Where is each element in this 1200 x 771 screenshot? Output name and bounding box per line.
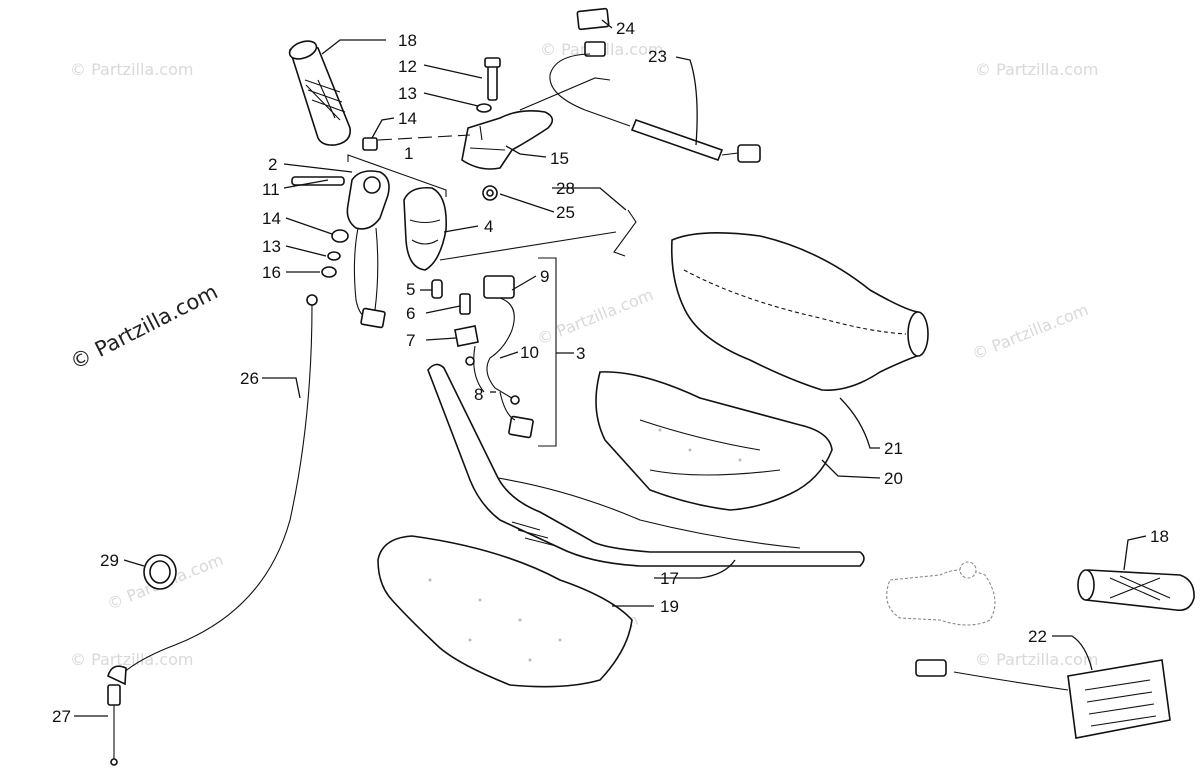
callout-8: 8 — [474, 385, 483, 404]
callout-1: 1 — [404, 144, 413, 163]
assembly-bracket — [538, 257, 557, 447]
clip-part — [482, 185, 498, 201]
callout-labels: 18 12 13 14 1 15 2 11 14 13 16 25 28 4 5… — [52, 19, 1169, 726]
watermark: © Partzilla.com — [70, 650, 193, 669]
callout-2: 2 — [268, 155, 277, 174]
callout-29: 29 — [100, 551, 119, 570]
assembly-bracket — [347, 154, 447, 197]
washer-part — [327, 251, 341, 261]
callout-19: 19 — [660, 597, 679, 616]
callout-22: 22 — [1028, 627, 1047, 646]
right-control-ghost — [886, 561, 996, 626]
callout-18: 18 — [398, 31, 417, 50]
callout-15: 15 — [550, 149, 569, 168]
handlebar-cover-part — [595, 371, 833, 511]
callout-14b: 14 — [262, 209, 281, 228]
crossbar-pad-part — [377, 535, 633, 688]
watermark: © Partzilla.com — [534, 285, 656, 349]
nut-part — [331, 229, 349, 243]
callout-17: 17 — [660, 569, 679, 588]
switch-harness-part — [431, 275, 534, 439]
bolt-part — [484, 57, 501, 101]
callout-28: 28 — [556, 179, 575, 198]
callout-6: 6 — [406, 304, 415, 323]
callout-21: 21 — [884, 439, 903, 458]
callout-18b: 18 — [1150, 527, 1169, 546]
left-grip-part — [288, 40, 352, 146]
callout-10: 10 — [520, 343, 539, 362]
callout-16: 16 — [262, 263, 281, 282]
callout-4: 4 — [484, 217, 493, 236]
handlebar-part — [427, 363, 865, 567]
copyright-watermark: © Partzilla.com — [66, 279, 221, 374]
callout-3: 3 — [576, 344, 585, 363]
callout-13b: 13 — [262, 237, 281, 256]
watermark: © Partzilla.com — [70, 60, 193, 79]
callout-23: 23 — [648, 47, 667, 66]
right-grip-part — [1077, 569, 1195, 612]
callout-7: 7 — [406, 331, 415, 350]
band-clamp-part — [143, 554, 177, 590]
lock-washer-part — [321, 266, 337, 278]
watermark: © Partzilla.com — [975, 650, 1098, 669]
throttle-lever-part — [461, 110, 554, 170]
callout-5: 5 — [406, 280, 415, 299]
callout-12: 12 — [398, 57, 417, 76]
callout-14: 14 — [398, 109, 417, 128]
nut-part — [362, 137, 378, 151]
control-housing-part — [291, 170, 448, 329]
leader-lines — [74, 19, 1147, 717]
callout-25: 25 — [556, 203, 575, 222]
throttle-cable-part — [107, 294, 318, 766]
assembly-line — [377, 134, 471, 141]
callout-24: 24 — [616, 19, 635, 38]
handlebar-pad-part — [670, 232, 929, 391]
callout-13: 13 — [398, 84, 417, 103]
callout-20: 20 — [884, 469, 903, 488]
washer-part — [476, 103, 492, 113]
watermark: © Partzilla.com — [969, 300, 1091, 364]
assembly-line — [439, 231, 617, 261]
callout-27: 27 — [52, 707, 71, 726]
throttle-wire-part — [613, 209, 637, 257]
callout-9: 9 — [540, 267, 549, 286]
watermark: © Partzilla.com — [975, 60, 1098, 79]
grip-heater-part — [915, 659, 1171, 739]
callout-26: 26 — [240, 369, 259, 388]
callout-11: 11 — [262, 180, 280, 199]
throttle-heater-wire-part — [519, 7, 761, 163]
